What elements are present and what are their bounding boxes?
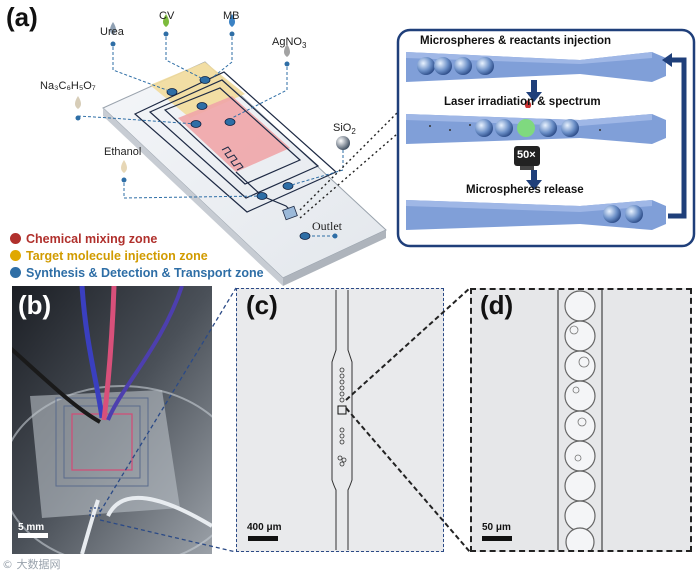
ethanol-label: Ethanol bbox=[104, 146, 142, 158]
urea-droplet-icon bbox=[110, 22, 116, 35]
scalebar-d-label: 50 μm bbox=[482, 522, 511, 533]
step-injection-label: Microspheres & reactants injection bbox=[420, 35, 612, 47]
sio2-label: SiO2 bbox=[333, 122, 356, 137]
legend-dot bbox=[10, 267, 21, 278]
scalebar-c-label: 400 μm bbox=[247, 522, 282, 533]
legend-label: Chemical mixing zone bbox=[26, 231, 158, 246]
urea-label: Urea bbox=[100, 26, 124, 38]
zoom-lines-cd bbox=[345, 287, 471, 553]
mb-label: MB bbox=[223, 10, 240, 22]
scalebar-b-label: 5 mm bbox=[18, 522, 45, 533]
micrograph-d bbox=[482, 290, 603, 550]
legend-dot bbox=[10, 250, 21, 261]
micrograph-c bbox=[248, 290, 353, 550]
legend-item: Target molecule injection zone bbox=[10, 247, 264, 264]
legend-label: Target molecule injection zone bbox=[26, 248, 208, 263]
channel-row-2 bbox=[406, 100, 666, 144]
chip-schematic bbox=[75, 14, 696, 286]
sio2-sphere-icon bbox=[336, 136, 350, 150]
panel-a-label: (a) bbox=[6, 2, 38, 32]
recycle-arrow bbox=[668, 57, 687, 219]
legend-item: Synthesis & Detection & Transport zone bbox=[10, 264, 264, 281]
mb-droplet-icon bbox=[229, 14, 235, 27]
scalebar-b bbox=[18, 533, 48, 538]
channel-row-3 bbox=[406, 200, 666, 230]
cv-droplet-icon bbox=[163, 14, 169, 27]
objective-label: 50× bbox=[517, 149, 536, 161]
citrate-droplet-icon bbox=[75, 96, 81, 109]
panel-c-frame bbox=[236, 288, 444, 552]
zoom-lines-bc bbox=[99, 287, 237, 553]
objective-lens bbox=[514, 146, 540, 166]
citrate-label: Na₃C₆H₅O₇ bbox=[40, 80, 96, 92]
panel-d-label: (d) bbox=[480, 290, 514, 320]
chip-photo bbox=[12, 286, 212, 554]
watermark: © 大数据网 bbox=[2, 558, 61, 571]
agno3-droplet-icon bbox=[284, 44, 290, 57]
step-release-label: Microspheres release bbox=[466, 184, 584, 196]
chemical-mixing-zone bbox=[178, 96, 290, 172]
arrow-down-2 bbox=[526, 170, 542, 190]
panel-b-label: (b) bbox=[18, 290, 52, 320]
cv-label: CV bbox=[159, 10, 175, 22]
channel-row-1 bbox=[406, 52, 666, 82]
legend-item: Chemical mixing zone bbox=[10, 230, 264, 247]
legend-label: Synthesis & Detection & Transport zone bbox=[26, 265, 264, 280]
scalebar-c bbox=[248, 536, 278, 541]
scalebar-d bbox=[482, 536, 512, 541]
zone-legend: Chemical mixing zone Target molecule inj… bbox=[10, 230, 264, 281]
detection-window bbox=[282, 205, 298, 221]
panel-c-label: (c) bbox=[246, 290, 278, 320]
outlet-label: Outlet bbox=[312, 219, 342, 233]
arrow-down-1 bbox=[526, 80, 542, 102]
legend-dot bbox=[10, 233, 21, 244]
ethanol-droplet-icon bbox=[121, 160, 127, 173]
step-laser-label: Laser irradiation & spectrum bbox=[444, 96, 601, 108]
agno3-label: AgNO3 bbox=[272, 36, 307, 51]
